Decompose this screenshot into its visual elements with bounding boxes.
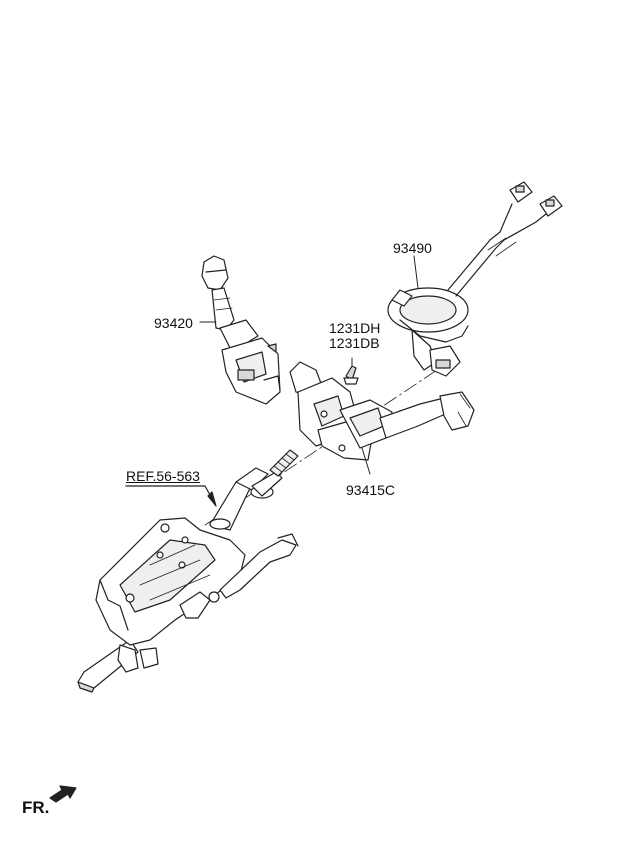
front-arrow-icon: [49, 785, 77, 803]
clock-spring-93490: [387, 181, 563, 377]
label-1231db: 1231DB: [329, 335, 380, 351]
label-front: FR.: [22, 798, 50, 817]
label-ref: REF.56-563: [126, 468, 200, 484]
label-93415c: 93415C: [346, 482, 396, 498]
switch-93415c: [289, 361, 475, 461]
leader-93490: [413, 255, 419, 289]
steering-column: [77, 449, 299, 693]
label-93490: 93490: [393, 240, 432, 256]
label-1231dh: 1231DH: [329, 320, 381, 336]
ref-leader: [125, 485, 217, 507]
switch-93420: [201, 255, 281, 405]
label-93420: 93420: [154, 315, 193, 331]
leader-93415c: [361, 447, 371, 475]
bolt-1231: [343, 357, 359, 385]
